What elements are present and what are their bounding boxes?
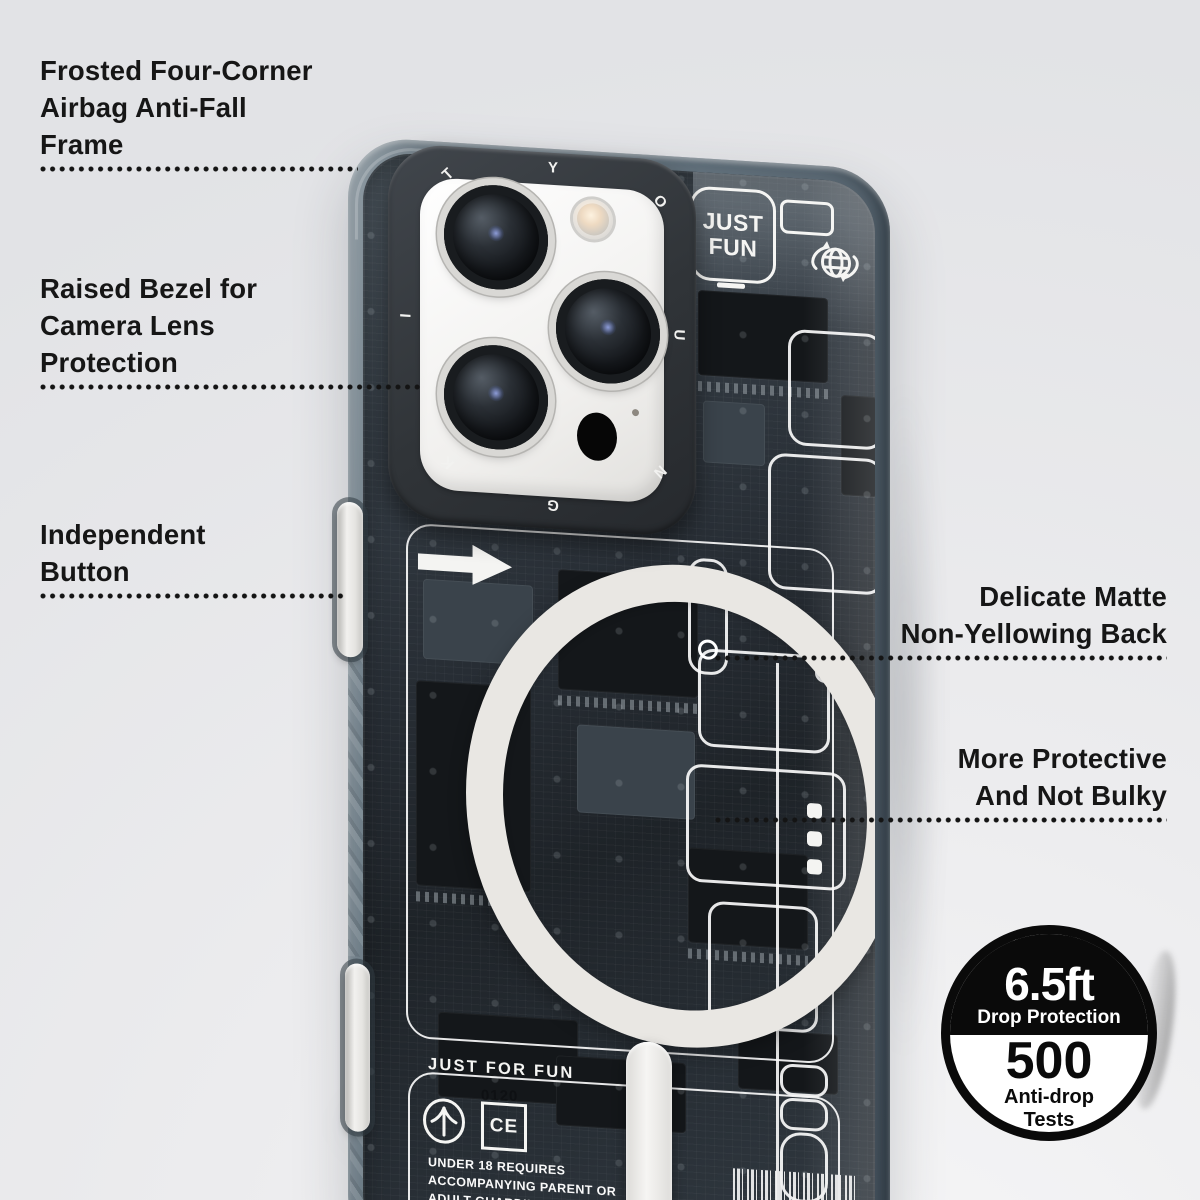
callout-text: Delicate Matte [979,581,1167,612]
callout-matte-back: Delicate Matte Non-Yellowing Back [715,578,1167,661]
microphone-dot [632,408,639,417]
leader-line [40,166,358,172]
callout-text: Frame [40,129,124,160]
callout-text: Button [40,556,130,587]
just-fun-sticker: JUST FUN [690,185,776,285]
phone-case: JUST FUN JUST FOR FUN 0120 [337,136,890,1200]
drop-protection-badge: 6.5ft Drop Protection 500 Anti-drop Test… [941,925,1157,1141]
leader-line [715,817,1167,823]
leader-line [40,384,424,390]
badge-test-label: Anti-drop [1004,1086,1094,1108]
circled-arrow-icon [423,1098,465,1144]
callout-text: Frosted Four-Corner [40,55,313,86]
callout-text: More Protective [957,743,1167,774]
side-button-lower [345,962,370,1133]
leader-line [715,655,1167,661]
printed-trace-rect [788,328,875,451]
callout-text: Raised Bezel for [40,273,258,304]
callout-text: Airbag Anti-Fall [40,92,247,123]
badge-test-count: 500 [1005,1032,1093,1090]
callout-independent-button: Independent Button [40,516,346,599]
badge-drop-height: 6.5ft [1004,958,1095,1010]
brand-letter: U [670,328,688,341]
badge-test-label: Tests [1023,1109,1075,1131]
camera-bezel: Y O U N G K I T [388,142,696,538]
printed-serpentine-trace [780,1063,828,1099]
badge-bottom-half: 500 Anti-drop Tests [950,1035,1148,1132]
callout-text: Independent [40,519,206,550]
callout-text: Non-Yellowing Back [900,618,1167,649]
callout-text: And Not Bulky [974,780,1167,811]
circuit-board-back: JUST FUN JUST FOR FUN 0120 [363,150,875,1200]
ce-icon: CE [481,1101,527,1153]
callout-frosted-frame: Frosted Four-Corner Airbag Anti-Fall Fra… [40,52,358,172]
callout-text: Protection [40,347,178,378]
badge-drop-label: Drop Protection [977,1007,1121,1028]
brand-letter: Y [547,159,559,177]
callout-protective: More Protective And Not Bulky [715,740,1167,823]
printed-label-frame [780,199,834,237]
printed-trace-rect [768,452,875,596]
callout-text: Camera Lens [40,310,215,341]
ce-text: CE [489,1114,519,1138]
brand-letter: G [546,495,560,515]
badge-top-half: 6.5ft Drop Protection [950,934,1148,1035]
leader-line [40,593,346,599]
magsafe-alignment-tab [626,1040,672,1200]
sticker-text: FUN [708,232,758,262]
callout-raised-bezel: Raised Bezel for Camera Lens Protection [40,270,424,390]
globe-icon [811,241,859,283]
